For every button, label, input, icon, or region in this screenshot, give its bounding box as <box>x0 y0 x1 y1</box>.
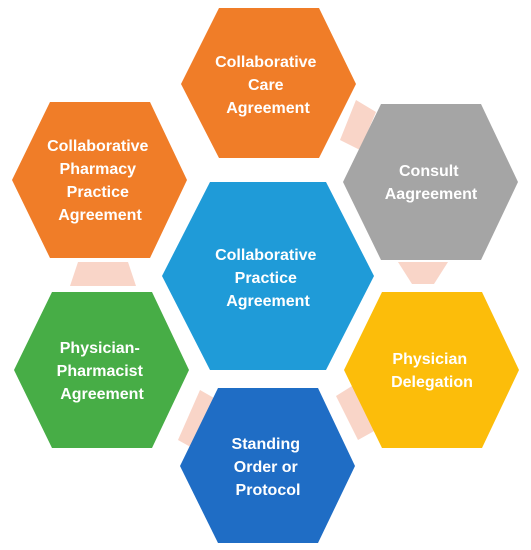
hexagon-shape <box>162 182 374 370</box>
hexagon-label: Consult Aagreement <box>385 163 478 203</box>
hexagon-label: Collaborative Practice Agreement <box>215 247 321 310</box>
connector-consult-delegation <box>398 262 448 284</box>
hexagon-collaborative-pharmacy-practice-agreement: Collaborative Pharmacy Practice Agreemen… <box>12 102 187 258</box>
hexagon-label: Collaborative Care Agreement <box>215 54 321 117</box>
hexagon-shape <box>180 388 355 543</box>
connectors <box>70 100 448 450</box>
hexagon-collaborative-care-agreement: Collaborative Care Agreement <box>181 8 356 158</box>
hexagon-shape <box>14 292 189 448</box>
hexagon-label: Physician- Pharmacist Agreement <box>57 340 148 403</box>
connector-delegation-standing <box>336 386 376 440</box>
connector-standing-physician <box>178 390 214 450</box>
hexagon-standing-order-or-protocol: Standing Order or Protocol <box>180 388 355 543</box>
hexagon-collaborative-practice-agreement: Collaborative Practice Agreement <box>162 182 374 370</box>
hexagon-label: Physician Delegation <box>391 351 473 391</box>
hexagon-shape <box>344 292 519 448</box>
connector-physician-pharmacy <box>70 262 136 286</box>
hexagon-consult-agreement: Consult Aagreement <box>343 104 518 260</box>
hexagon-shape <box>343 104 518 260</box>
hexagon-shape <box>181 8 356 158</box>
hexagon-physician-delegation: Physician Delegation <box>344 292 519 448</box>
hexagon-shape <box>12 102 187 258</box>
hexagon-physician-pharmacist-agreement: Physician- Pharmacist Agreement <box>14 292 189 448</box>
hexagon-label: Collaborative Pharmacy Practice Agreemen… <box>47 138 153 224</box>
hexagon-label: Standing Order or Protocol <box>232 436 305 499</box>
connector-care-consult <box>340 100 376 150</box>
